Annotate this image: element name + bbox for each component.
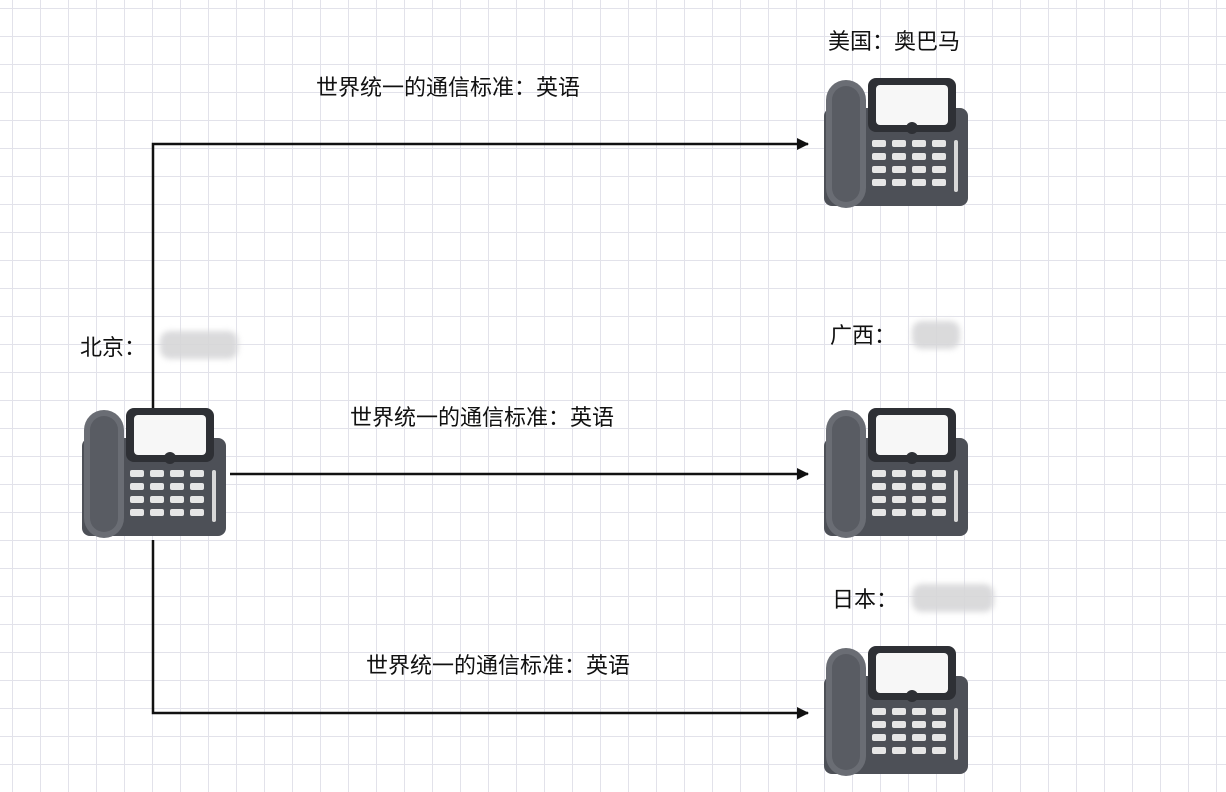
telephone-icon[interactable] — [820, 408, 972, 540]
telephone-icon[interactable] — [820, 646, 972, 778]
telephone-icon-guangxi — [820, 408, 972, 540]
node-label-japan: 日本： — [832, 588, 899, 613]
node-label-guangxi: 广西： — [830, 324, 897, 349]
edge-label-guangxi: 世界统一的通信标准：英语 — [350, 406, 615, 431]
connector-beijing-usa[interactable] — [151, 138, 809, 408]
telephone-icon-usa — [820, 78, 972, 210]
redacted-name-guangxi — [912, 321, 960, 349]
edge-label-japan: 世界统一的通信标准：英语 — [366, 654, 631, 679]
telephone-icon[interactable] — [820, 78, 972, 210]
telephone-icon-japan — [820, 646, 972, 778]
redacted-name-japan — [912, 584, 994, 612]
redacted-name-beijing — [160, 331, 238, 359]
connector-beijing-japan[interactable] — [151, 540, 809, 719]
node-label-usa: 美国：奥巴马 — [828, 30, 961, 55]
node-label-beijing: 北京： — [80, 336, 147, 361]
telephone-icon[interactable] — [78, 408, 230, 540]
telephone-icon-beijing — [78, 408, 230, 540]
edge-label-usa: 世界统一的通信标准：英语 — [316, 76, 581, 101]
